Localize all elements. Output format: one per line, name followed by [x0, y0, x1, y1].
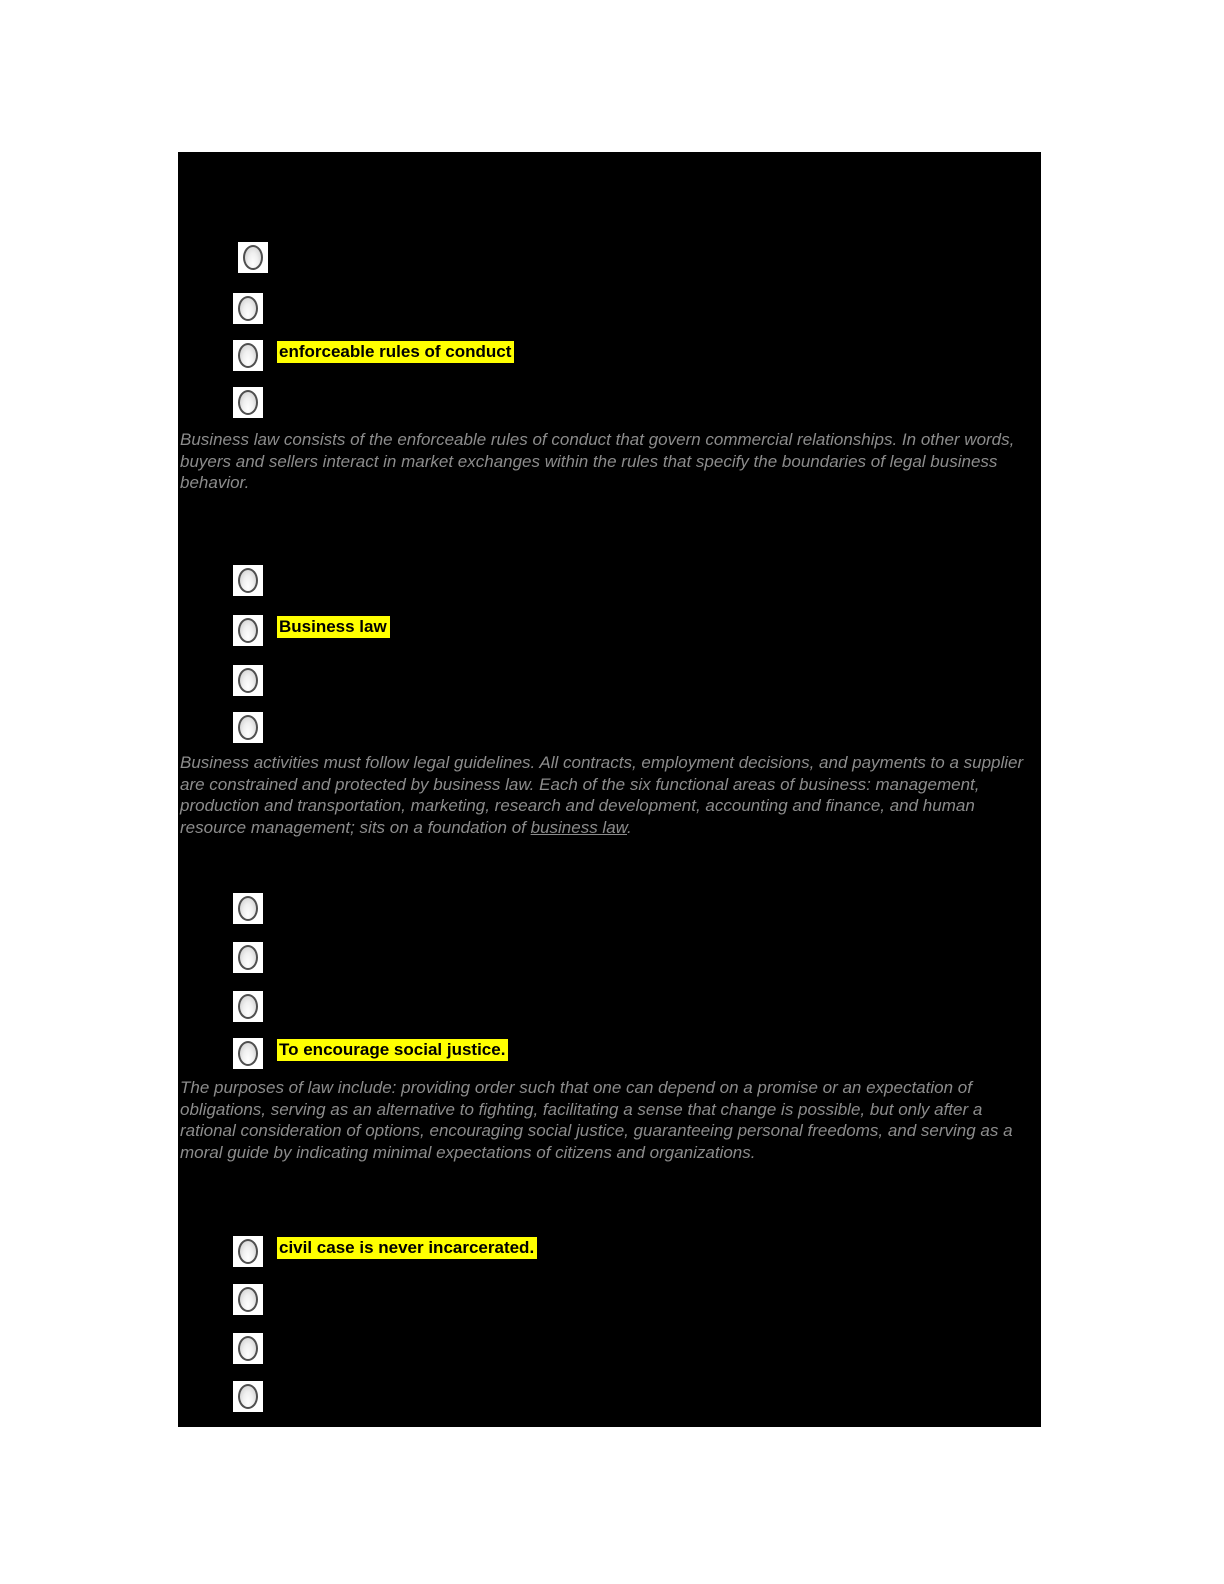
explanation-text: Business activities must follow legal gu…: [180, 752, 1038, 838]
answer-radio-button[interactable]: [233, 1236, 263, 1267]
answer-radio-button[interactable]: [233, 1284, 263, 1315]
radio-circle-icon: [238, 296, 258, 321]
explanation-text: Business law consists of the enforceable…: [180, 429, 1038, 494]
answer-radio-button[interactable]: [233, 1333, 263, 1364]
radio-circle-icon: [238, 1287, 258, 1312]
radio-circle-icon: [238, 896, 258, 921]
selected-answer-highlight: Business law: [277, 616, 390, 638]
radio-circle-icon: [238, 343, 258, 368]
radio-circle-icon: [238, 945, 258, 970]
explanation-segment: Business law consists of the enforceable…: [180, 430, 1015, 492]
explanation-text: The purposes of law include: providing o…: [180, 1077, 1038, 1163]
explanation-segment: The purposes of law include: providing o…: [180, 1078, 1013, 1162]
answer-radio-button[interactable]: [233, 565, 263, 596]
radio-circle-icon: [238, 618, 258, 643]
radio-circle-icon: [243, 245, 263, 270]
answer-radio-button[interactable]: [233, 712, 263, 743]
radio-circle-icon: [238, 1384, 258, 1409]
answer-radio-button[interactable]: [233, 942, 263, 973]
explanation-segment: .: [627, 817, 632, 837]
answer-radio-button[interactable]: [233, 293, 263, 324]
answer-radio-button[interactable]: [233, 615, 263, 646]
answer-radio-button[interactable]: [238, 242, 268, 273]
selected-answer-highlight: To encourage social justice.: [277, 1039, 509, 1061]
radio-circle-icon: [238, 994, 258, 1019]
selected-answer-highlight: civil case is never incarcerated.: [277, 1237, 538, 1259]
answer-radio-button[interactable]: [233, 665, 263, 696]
explanation-segment: Business activities must follow legal gu…: [180, 753, 1024, 837]
underlined-term: business law: [530, 817, 627, 837]
answer-radio-button[interactable]: [233, 893, 263, 924]
radio-circle-icon: [238, 390, 258, 415]
radio-circle-icon: [238, 715, 258, 740]
answer-radio-button[interactable]: [233, 1381, 263, 1412]
radio-circle-icon: [238, 1041, 258, 1066]
answer-radio-button[interactable]: [233, 340, 263, 371]
answer-radio-button[interactable]: [233, 1038, 263, 1069]
selected-answer-highlight: enforceable rules of conduct: [277, 341, 515, 363]
radio-circle-icon: [238, 1239, 258, 1264]
answer-radio-button[interactable]: [233, 387, 263, 418]
radio-circle-icon: [238, 668, 258, 693]
radio-circle-icon: [238, 568, 258, 593]
answer-radio-button[interactable]: [233, 991, 263, 1022]
radio-circle-icon: [238, 1336, 258, 1361]
